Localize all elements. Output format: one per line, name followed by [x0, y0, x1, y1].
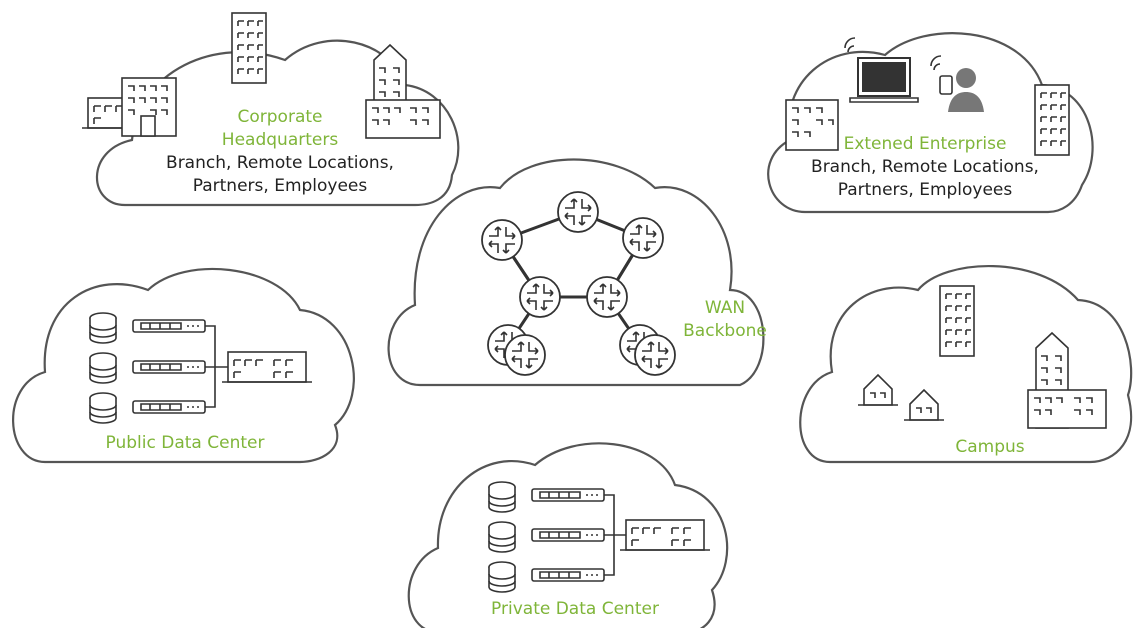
extended-icons — [785, 37, 1070, 156]
server-icon — [132, 400, 206, 414]
database-icon — [488, 561, 516, 593]
router-icon — [504, 334, 546, 376]
router-icon — [557, 191, 599, 233]
database-icon — [89, 392, 117, 424]
extended-subtitle-line1: Branch, Remote Locations, — [811, 157, 1039, 177]
corporate-buildings — [81, 12, 441, 139]
router-icon — [519, 276, 561, 318]
extended-title: Extened Enterprise — [843, 134, 1007, 154]
cloud-wan-backbone — [387, 158, 765, 387]
wan-title-line2: Backbone — [683, 321, 767, 341]
user-with-phone-icon — [930, 55, 984, 112]
router-icon — [586, 276, 628, 318]
cloud-corporate-hq — [95, 39, 460, 207]
private-data-center-label: Private Data Center — [475, 598, 675, 621]
corporate-subtitle-line2: Partners, Employees — [192, 176, 368, 196]
campus-label: Campus — [940, 436, 1040, 459]
building-icon — [221, 351, 313, 383]
public-dc-title: Public Data Center — [105, 433, 265, 453]
public-data-center-label: Public Data Center — [85, 432, 285, 455]
router-icon — [622, 217, 664, 259]
wan-title-line1: WAN — [704, 298, 746, 318]
corporate-title-line1: Corporate — [237, 107, 323, 127]
campus-buildings — [857, 285, 1107, 429]
corporate-hq-label: Corporate Headquarters Branch, Remote Lo… — [166, 106, 394, 198]
server-icon — [132, 360, 206, 374]
building-icon — [1027, 331, 1107, 429]
server-icon — [531, 488, 605, 502]
building-icon — [365, 43, 441, 139]
database-icon — [89, 352, 117, 384]
corporate-subtitle-line1: Branch, Remote Locations, — [166, 153, 394, 173]
server-icon — [531, 568, 605, 582]
router-icon — [634, 334, 676, 376]
router-icon — [481, 219, 523, 261]
public-dc-equipment — [89, 312, 313, 424]
building-icon — [1034, 84, 1070, 156]
building-icon — [231, 12, 267, 84]
laptop-icon — [844, 37, 919, 103]
campus-title: Campus — [955, 437, 1025, 457]
cloud-extended-enterprise — [767, 32, 1094, 214]
wan-backbone-routers — [481, 191, 676, 376]
server-icon — [531, 528, 605, 542]
server-icon — [132, 319, 206, 333]
building-icon — [121, 77, 177, 137]
private-dc-title: Private Data Center — [491, 599, 659, 619]
wan-backbone-label: WAN Backbone — [680, 297, 770, 343]
building-icon — [619, 519, 711, 551]
private-dc-equipment — [488, 481, 711, 593]
database-icon — [488, 521, 516, 553]
extended-enterprise-label: Extened Enterprise Branch, Remote Locati… — [810, 133, 1040, 202]
database-icon — [488, 481, 516, 513]
building-icon — [785, 99, 839, 151]
extended-subtitle-line2: Partners, Employees — [837, 180, 1013, 200]
corporate-title-line2: Headquarters — [221, 130, 339, 150]
building-icon — [939, 285, 975, 357]
database-icon — [89, 312, 117, 344]
